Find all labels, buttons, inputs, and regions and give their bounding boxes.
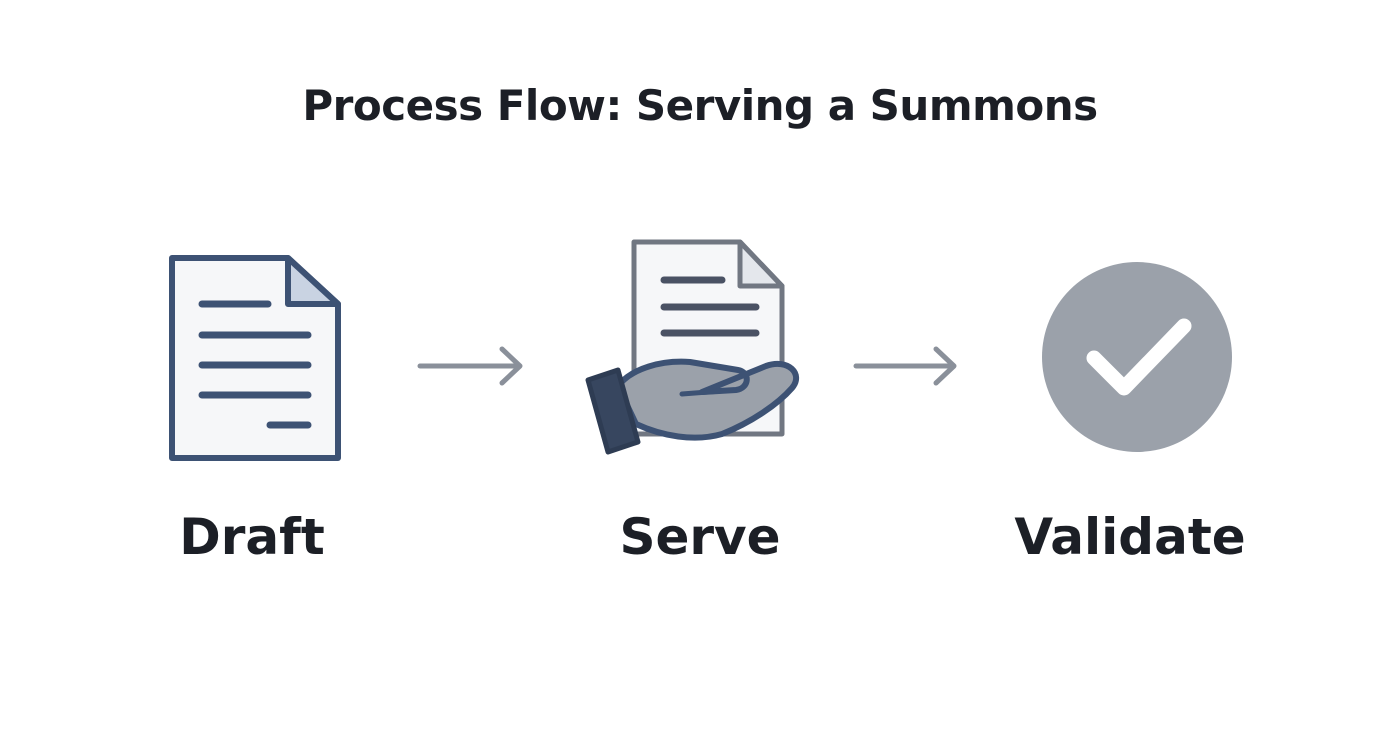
arrow-right-icon [414, 343, 530, 389]
arrow-right-icon [850, 343, 966, 389]
hand-document-icon [582, 236, 814, 458]
document-icon [160, 250, 350, 470]
diagram-title: Process Flow: Serving a Summons [302, 81, 1098, 130]
step-label-validate: Validate [1014, 508, 1246, 566]
step-label-serve: Serve [619, 508, 781, 566]
step-label-draft: Draft [179, 508, 325, 566]
checkmark-circle-icon [1040, 260, 1234, 454]
